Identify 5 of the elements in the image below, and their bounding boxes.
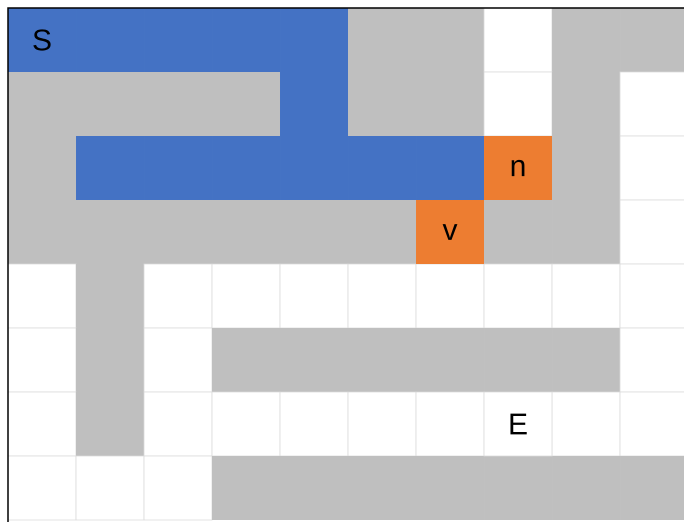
maze-cell: n	[484, 136, 552, 200]
node-label: S	[33, 29, 51, 51]
maze-cell: v	[416, 200, 484, 264]
maze-cell: E	[484, 392, 552, 456]
maze-cell: S	[8, 8, 76, 72]
